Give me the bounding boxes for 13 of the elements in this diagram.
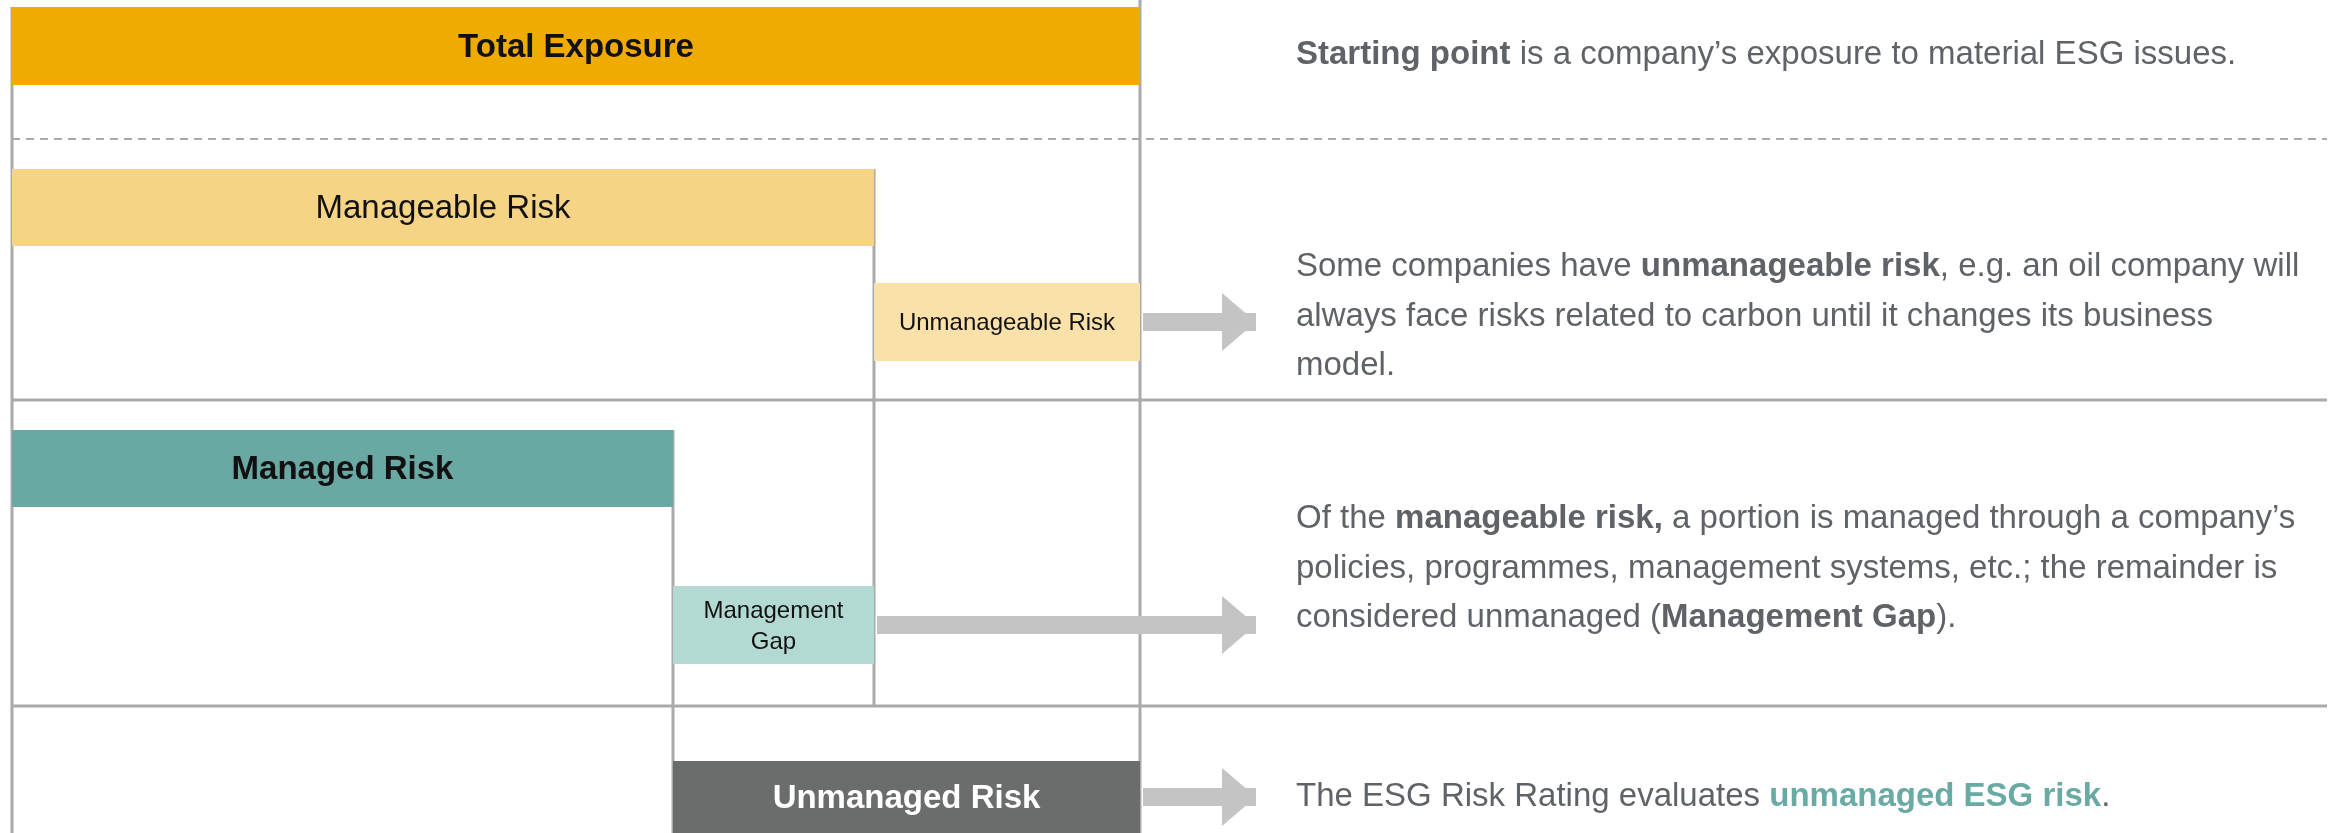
- manageable-risk-bar: Manageable Risk: [12, 169, 874, 246]
- managed-risk-bar: Managed Risk: [12, 430, 673, 507]
- arrow: [1143, 293, 1256, 351]
- description-text: Starting point is a company’s exposure to material ESG issues.: [1296, 33, 2238, 73]
- arrow: [1143, 768, 1256, 826]
- description-text: Of the manageable risk, a portion is managed through a company’s policies, programmes, management systems, etc.; the remainder is considered unmanaged (Management Gap).: [1256, 492, 2296, 698]
- unmanageable-risk-box: Unmanageable Risk: [874, 283, 1140, 361]
- description-text: The ESG Risk Rating evaluates unmanaged ESG risk.: [1256, 770, 2316, 824]
- unmanaged-risk-bar: Unmanaged Risk: [673, 761, 1140, 833]
- arrow: [877, 596, 1256, 654]
- total-exposure-bar: Total Exposure: [12, 7, 1140, 85]
- description-text: Some companies have unmanageable risk, e.g. an oil company will always face risks related to carbon until it changes its business model.: [1256, 240, 2316, 396]
- management-gap-box: Management Gap: [673, 586, 874, 664]
